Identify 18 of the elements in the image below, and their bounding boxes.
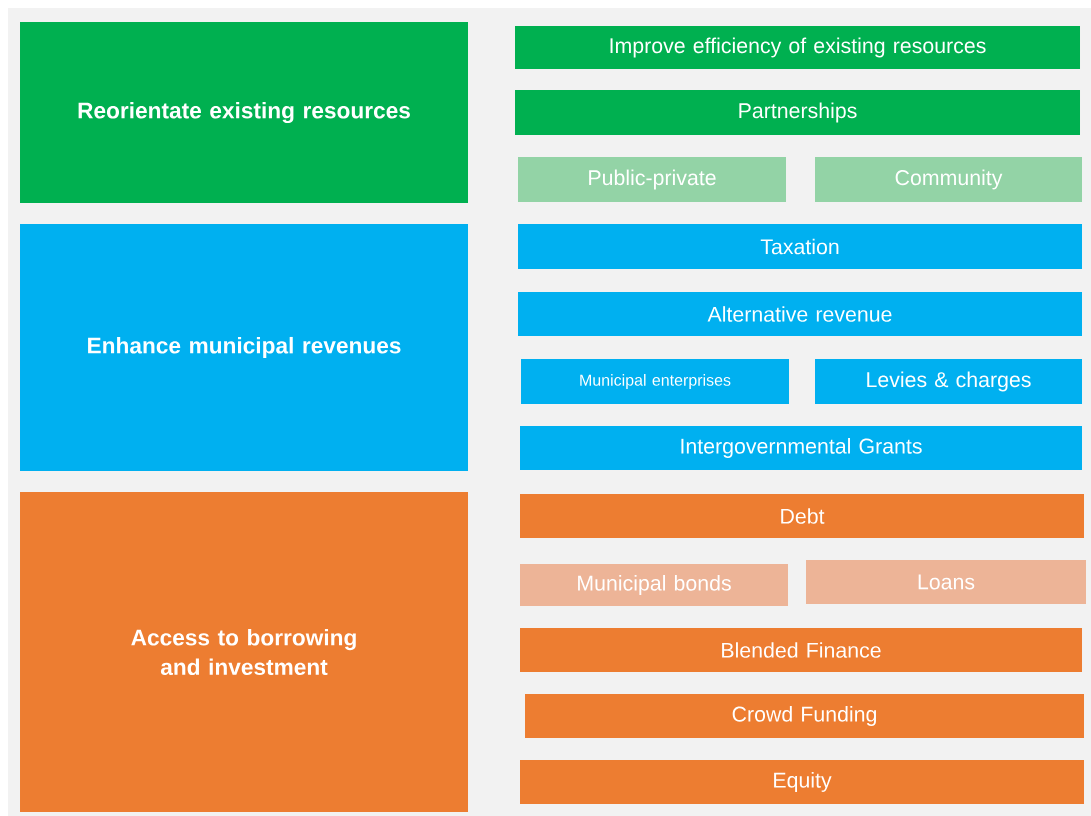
item-box: Taxation — [518, 224, 1082, 269]
item-box: Crowd Funding — [525, 694, 1084, 738]
sub-item-box: Municipal bonds — [520, 564, 788, 606]
category-box: Enhance municipal revenues — [20, 224, 468, 471]
item-box: Levies & charges — [815, 359, 1082, 404]
item-box: Debt — [520, 494, 1084, 538]
item-box: Alternative revenue — [518, 292, 1082, 336]
item-box: Partnerships — [515, 90, 1080, 135]
category-box: Access to borrowing and investment — [20, 492, 468, 812]
item-box: Improve efficiency of existing resources — [515, 26, 1080, 69]
sub-item-box: Community — [815, 157, 1082, 202]
category-box: Reorientate existing resources — [20, 22, 468, 203]
item-box: Blended Finance — [520, 628, 1082, 672]
item-box: Intergovernmental Grants — [520, 426, 1082, 470]
sub-item-box: Public-private — [518, 157, 786, 202]
sub-item-box: Loans — [806, 560, 1086, 604]
item-box: Equity — [520, 760, 1084, 804]
item-box: Municipal enterprises — [521, 359, 789, 404]
